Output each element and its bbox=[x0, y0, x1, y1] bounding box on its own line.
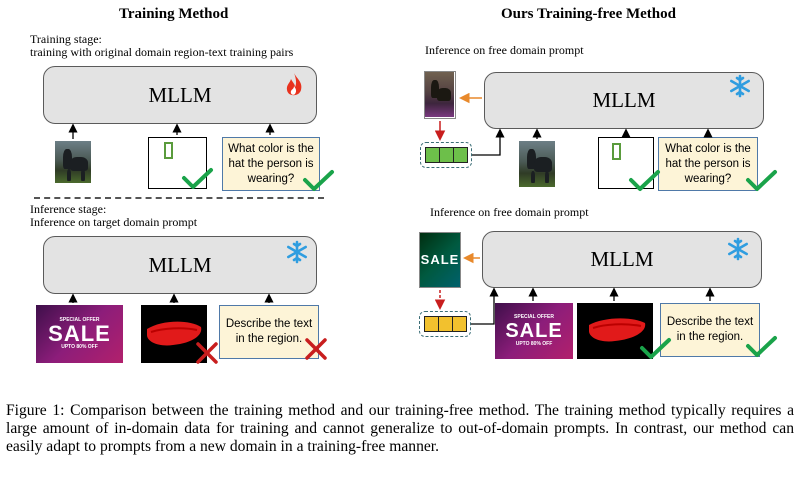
training-stage-heading: Training stage: bbox=[30, 32, 102, 46]
inference-stage-heading: Inference stage: bbox=[30, 202, 107, 216]
stage-divider bbox=[34, 197, 324, 199]
token-to-mllm-arrow bbox=[471, 287, 499, 325]
right-bottom-desc: Inference on free domain prompt bbox=[430, 205, 589, 219]
snowflake-icon bbox=[285, 240, 309, 264]
horse-rider-image bbox=[519, 141, 555, 187]
horse-rider-image bbox=[55, 141, 91, 183]
region-highlight bbox=[612, 143, 621, 160]
question-box-inference: Describe the text in the region. bbox=[219, 305, 319, 359]
region-mask-box bbox=[148, 137, 207, 189]
sale-big-text: SALE bbox=[420, 252, 460, 267]
region-highlight bbox=[164, 142, 173, 159]
sale-top-text: SPECIAL OFFER bbox=[514, 314, 554, 320]
question-box-top: What color is the hat the person is wear… bbox=[658, 137, 758, 191]
mllm-label: MLLM bbox=[148, 82, 212, 107]
right-top-desc: Inference on free domain prompt bbox=[425, 43, 584, 57]
token-to-mllm-arrow bbox=[472, 128, 505, 156]
sale-top-text: SPECIAL OFFER bbox=[59, 317, 100, 323]
token-strip-bottom bbox=[419, 311, 471, 337]
highlighted-horse-image bbox=[424, 71, 456, 119]
text-region-mask bbox=[577, 303, 653, 359]
right-title: Ours Training-free Method bbox=[501, 6, 676, 22]
mllm-label: MLLM bbox=[592, 88, 656, 112]
mllm-bottom-box: MLLM bbox=[482, 231, 762, 288]
mllm-training-box: MLLM bbox=[43, 66, 317, 124]
mllm-label: MLLM bbox=[148, 252, 212, 277]
sale-poster-image: SPECIAL OFFER SALE UPTO 80% OFF bbox=[36, 305, 123, 363]
mllm-label: MLLM bbox=[590, 247, 654, 271]
question-box-training: What color is the hat the person is wear… bbox=[222, 137, 320, 191]
mllm-inference-box: MLLM bbox=[43, 236, 317, 294]
text-region-mask bbox=[141, 305, 207, 363]
token-cell bbox=[453, 148, 467, 162]
token-cell bbox=[439, 148, 454, 162]
token-cell bbox=[425, 148, 440, 162]
token-cell bbox=[438, 317, 453, 331]
left-title: Training Method bbox=[119, 6, 229, 22]
question-box-bottom: Describe the text in the region. bbox=[660, 303, 760, 357]
token-cell bbox=[452, 317, 466, 331]
token-cell bbox=[424, 317, 439, 331]
highlighted-sale-image: SALE bbox=[419, 232, 461, 288]
figure-caption: Figure 1: Comparison between the trainin… bbox=[6, 402, 794, 455]
mllm-top-box: MLLM bbox=[484, 72, 764, 129]
snowflake-icon bbox=[728, 74, 752, 98]
sale-bottom-text: UPTO 80% OFF bbox=[61, 344, 98, 350]
sale-big-text: SALE bbox=[48, 321, 111, 346]
sale-big-text: SALE bbox=[505, 320, 563, 342]
sale-poster-image: SPECIAL OFFER SALE UPTO 80% OFF bbox=[495, 303, 573, 359]
sale-bottom-text: UPTO 80% OFF bbox=[515, 341, 553, 347]
snowflake-icon bbox=[726, 237, 750, 261]
inference-stage-desc: Inference on target domain prompt bbox=[30, 215, 198, 229]
fire-icon bbox=[283, 72, 305, 98]
region-mask-box bbox=[598, 137, 654, 189]
training-stage-desc: training with original domain region-tex… bbox=[30, 45, 294, 59]
token-strip-top bbox=[420, 142, 472, 168]
